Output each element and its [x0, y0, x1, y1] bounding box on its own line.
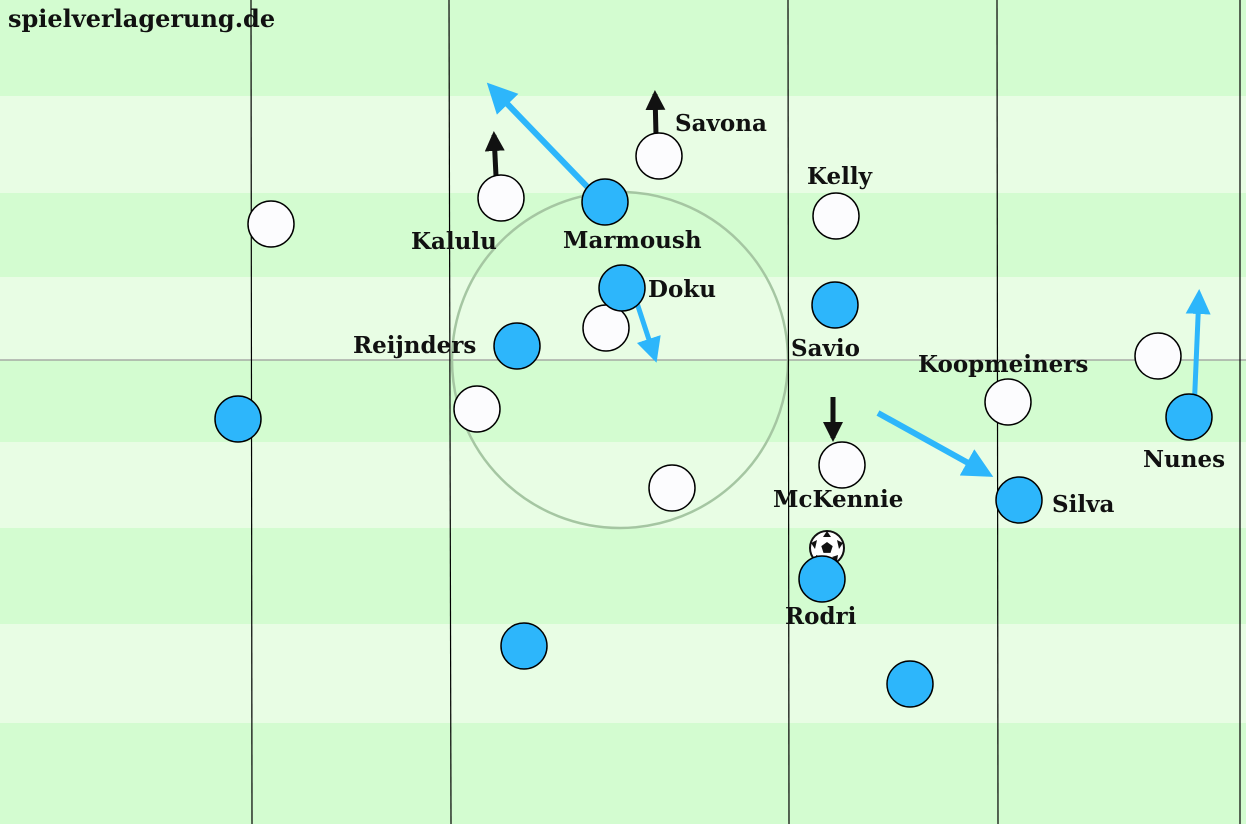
arrow-kalulu-step: [484, 131, 505, 177]
arrow-marmoush-run: [486, 82, 603, 203]
label-reijnders: Reijnders: [353, 332, 476, 359]
white-team: [247, 132, 1182, 512]
player-silva: [995, 476, 1043, 524]
label-rodri: Rodri: [785, 603, 857, 630]
label-doku: Doku: [648, 276, 716, 303]
player-rodri: [798, 555, 846, 603]
stripe: [0, 0, 1246, 96]
arrow-nunes-run: [1185, 289, 1211, 413]
player-white-mid-low: [648, 464, 696, 512]
vertical-line: [448, 0, 452, 824]
label-kalulu: Kalulu: [411, 228, 497, 255]
label-silva: Silva: [1052, 491, 1114, 518]
label-savona: Savona: [675, 110, 767, 137]
blue-team: [214, 178, 1213, 708]
label-nunes: Nunes: [1143, 446, 1225, 473]
player-white-right: [1134, 332, 1182, 380]
label-savio: Savio: [791, 335, 860, 362]
arrow-silva-run: [876, 410, 994, 477]
stripe: [0, 360, 1246, 442]
player-reijnders-marker: [493, 322, 541, 370]
player-savona: [635, 132, 683, 180]
arrow-savona-step: [645, 90, 666, 136]
player-kalulu: [477, 174, 525, 222]
label-koopmeiners: Koopmeiners: [918, 351, 1088, 378]
stripe: [0, 624, 1246, 723]
player-labels: Savona Kelly Kalulu Marmoush Doku Reijnd…: [353, 110, 1225, 630]
label-mckennie: McKennie: [773, 486, 903, 513]
player-doku: [598, 264, 646, 312]
player-blue-keeper-side: [214, 395, 262, 443]
arrow-doku-run: [633, 299, 661, 363]
player-nunes: [1165, 393, 1213, 441]
player-white-mid-left: [453, 385, 501, 433]
stripe: [0, 528, 1246, 624]
vertical-line: [787, 0, 790, 824]
movement-arrows: [484, 82, 1211, 477]
player-koopmeiners: [984, 378, 1032, 426]
label-kelly: Kelly: [807, 163, 873, 190]
player-marmoush: [581, 178, 629, 226]
watermark: spielverlagerung.de: [8, 4, 275, 33]
stripe: [0, 96, 1246, 193]
player-kelly: [812, 192, 860, 240]
player-savio: [811, 281, 859, 329]
player-blue-low-right: [886, 660, 934, 708]
player-blue-low-left: [500, 622, 548, 670]
player-white-left: [247, 200, 295, 248]
player-white-center: [582, 304, 630, 352]
player-mckennie: [818, 441, 866, 489]
stripe: [0, 723, 1246, 824]
label-marmoush: Marmoush: [563, 227, 702, 254]
